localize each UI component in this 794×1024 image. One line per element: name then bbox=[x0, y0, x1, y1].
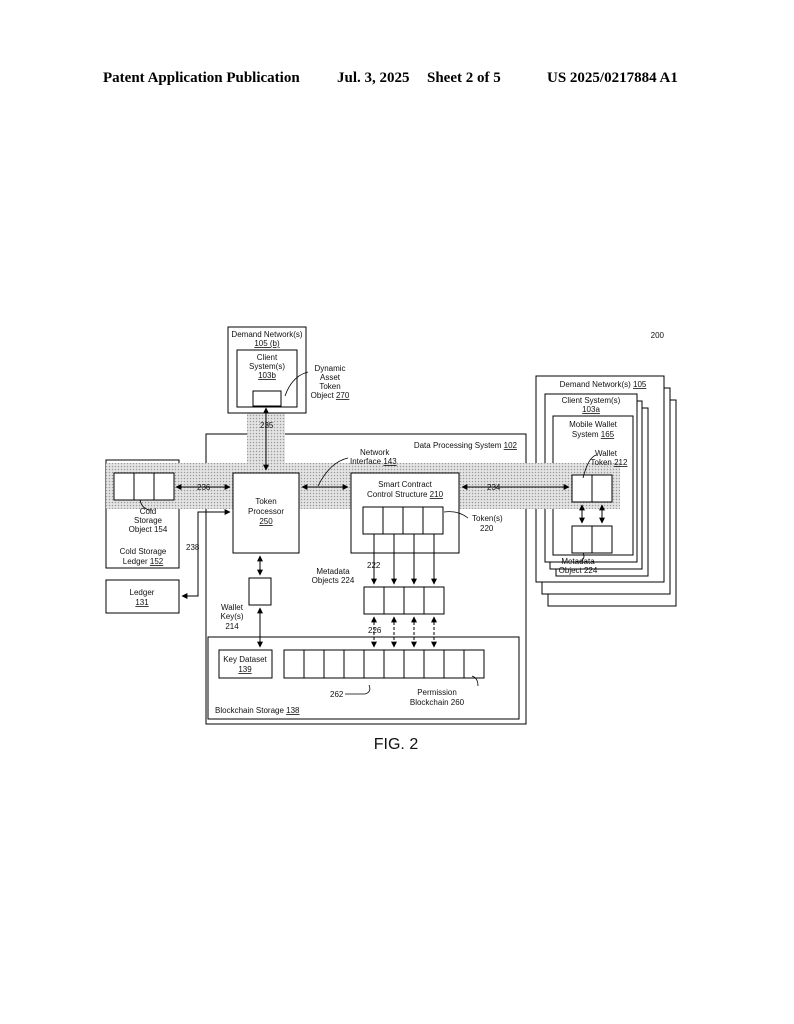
figure-ref: 200 bbox=[651, 331, 665, 340]
wallet-keys-label-2: Key(s) bbox=[220, 612, 243, 621]
cold-storage-object bbox=[113, 472, 175, 501]
key-dataset-box bbox=[218, 649, 273, 679]
metadata-objects-label-2: Objects 224 bbox=[312, 576, 355, 585]
wallet-keys-label-3: 214 bbox=[225, 622, 239, 631]
token-processor-label-2: Processor bbox=[248, 507, 284, 516]
patent-number: US 2025/0217884 A1 bbox=[547, 70, 678, 86]
wallet-token-label-2: Token 212 bbox=[591, 458, 628, 467]
demand-network-105b-label-2: 105 (b) bbox=[254, 339, 280, 348]
wallet-keys-label-1: Wallet bbox=[221, 603, 244, 612]
dynamic-asset-label-3: Token bbox=[319, 382, 340, 391]
label-262: 262 bbox=[330, 690, 344, 699]
label-226: 226 bbox=[368, 626, 382, 635]
dynamic-asset-label-4: Object 270 bbox=[311, 391, 350, 400]
publication-date: Jul. 3, 2025 bbox=[337, 70, 410, 86]
metadata-object-224-wallet bbox=[571, 525, 613, 554]
permission-blockchain-label-1: Permission bbox=[417, 688, 457, 697]
wallet-token bbox=[571, 474, 613, 503]
smart-contract-label-1: Smart Contract bbox=[378, 480, 433, 489]
ledger-label: Ledger bbox=[130, 588, 155, 597]
permission-blockchain-label-2: Blockchain 260 bbox=[410, 698, 465, 707]
ledger-number: 131 bbox=[135, 598, 149, 607]
page-header: Patent Application Publication Jul. 3, 2… bbox=[0, 70, 794, 90]
client-system-103b-label-3: 103b bbox=[258, 371, 276, 380]
key-dataset-label: Key Dataset bbox=[223, 655, 267, 664]
leader-lines bbox=[139, 371, 597, 695]
wallet-token-label-1: Wallet bbox=[595, 449, 618, 458]
smart-contract-label-2: Control Structure 210 bbox=[367, 490, 444, 499]
metadata-objects-label-1: Metadata bbox=[316, 567, 350, 576]
dynamic-asset-label-2: Asset bbox=[320, 373, 341, 382]
client-system-103b-label-1: Client bbox=[257, 353, 278, 362]
cold-storage-ledger-label-1: Cold Storage bbox=[120, 547, 167, 556]
publication-title: Patent Application Publication bbox=[103, 70, 300, 86]
network-interface-label-2: Interface 143 bbox=[350, 457, 397, 466]
key-dataset-number: 139 bbox=[238, 665, 252, 674]
label-234: 234 bbox=[487, 483, 501, 492]
tokens-label-2: 220 bbox=[480, 524, 494, 533]
mobile-wallet-label-2: System 165 bbox=[572, 430, 615, 439]
dashed-connectors bbox=[371, 616, 437, 648]
label-235: 235 bbox=[260, 421, 274, 430]
dynamic-asset-token-object bbox=[252, 390, 282, 407]
cold-storage-object-label-1: Cold bbox=[140, 507, 156, 516]
demand-network-105-label: Demand Network(s) 105 bbox=[560, 380, 647, 389]
dynamic-asset-label-1: Dynamic bbox=[314, 364, 345, 373]
connectors bbox=[175, 407, 605, 648]
client-system-103a-label-2: 103a bbox=[582, 405, 600, 414]
blockchain-storage-label: Blockchain Storage 138 bbox=[215, 706, 300, 715]
data-processing-system-label: Data Processing System 102 bbox=[414, 441, 518, 450]
permission-blockchain-blocks bbox=[283, 649, 485, 679]
client-system-103b-box bbox=[236, 349, 298, 408]
tokens-row bbox=[362, 506, 444, 535]
label-222: 222 bbox=[367, 561, 381, 570]
token-processor-label-1: Token bbox=[255, 497, 276, 506]
wallet-keys-box bbox=[248, 577, 272, 606]
tokens-label-1: Token(s) bbox=[472, 514, 503, 523]
label-236: 236 bbox=[197, 483, 211, 492]
client-system-103b-label-2: System(s) bbox=[249, 362, 285, 371]
metadata-object-label-2: Object 224 bbox=[559, 566, 598, 575]
sheet-number: Sheet 2 of 5 bbox=[427, 70, 501, 86]
figure-caption: FIG. 2 bbox=[374, 736, 419, 753]
label-238: 238 bbox=[186, 543, 200, 552]
ledger-box bbox=[105, 579, 180, 614]
cold-storage-object-label-3: Object 154 bbox=[129, 525, 168, 534]
mobile-wallet-label-1: Mobile Wallet bbox=[569, 420, 617, 429]
token-processor-label-3: 250 bbox=[259, 517, 273, 526]
token-processor-box bbox=[232, 472, 300, 554]
metadata-object-label-1: Metadata bbox=[561, 557, 595, 566]
metadata-objects-row bbox=[363, 586, 445, 615]
cold-storage-object-label-2: Storage bbox=[134, 516, 163, 525]
demand-network-105b-label-1: Demand Network(s) bbox=[231, 330, 302, 339]
network-interface-label-1: Network bbox=[360, 448, 390, 457]
client-system-103a-label-1: Client System(s) bbox=[562, 396, 621, 405]
cold-storage-ledger-label-2: Ledger 152 bbox=[123, 557, 164, 566]
